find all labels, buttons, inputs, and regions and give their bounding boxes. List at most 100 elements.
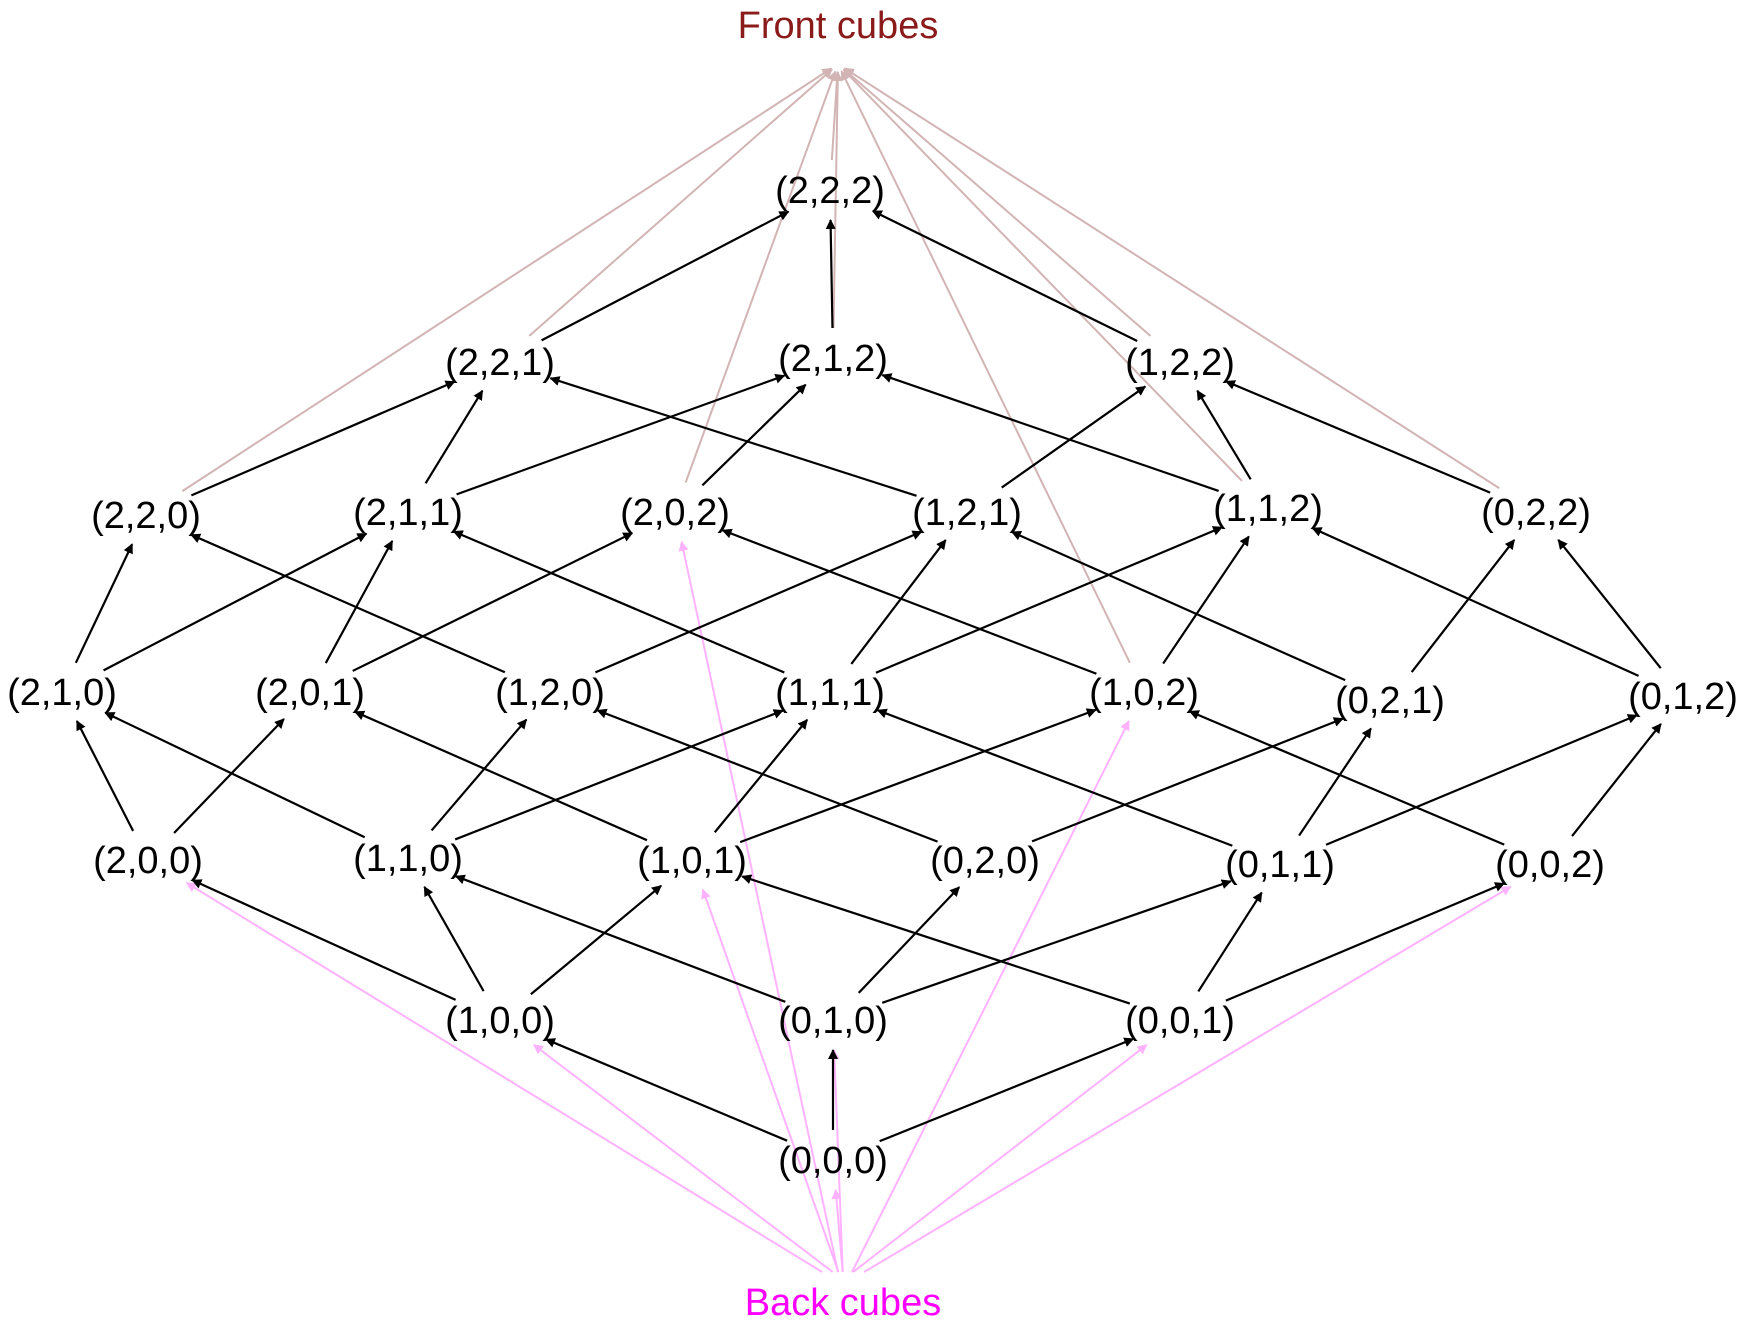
node-110: (1,1,0) <box>353 838 463 880</box>
node-202: (2,0,2) <box>620 492 730 534</box>
edge-121-221 <box>549 376 917 497</box>
node-221: (2,2,1) <box>445 342 555 384</box>
edge-002-012 <box>1571 723 1662 837</box>
edge-021-121 <box>1010 530 1346 682</box>
node-211: (2,1,1) <box>353 492 463 534</box>
node-111: (1,1,1) <box>775 672 885 714</box>
edge-220-221 <box>190 380 456 497</box>
front-cube-arrows <box>181 67 1500 664</box>
lattice-edges <box>74 210 1662 1143</box>
edge-011-021 <box>1298 727 1372 837</box>
edge-210-220 <box>74 543 134 664</box>
edge-112-122 <box>1196 389 1252 480</box>
back-arrow-010 <box>829 1048 844 1273</box>
edge-201-211 <box>324 540 394 664</box>
back-cube-arrows <box>185 540 1512 1273</box>
edge-122-222 <box>871 210 1138 342</box>
front-arrow-202 <box>684 70 837 483</box>
edge-020-120 <box>596 708 938 843</box>
front-arrow-220 <box>181 67 833 492</box>
edge-211-221 <box>424 389 484 484</box>
node-002: (0,0,2) <box>1495 844 1605 886</box>
edge-002-102 <box>1188 710 1505 846</box>
edge-100-101 <box>530 884 662 996</box>
edge-101-201 <box>354 710 648 842</box>
edge-211-212 <box>456 373 786 496</box>
edge-001-011 <box>1197 891 1263 993</box>
node-100: (1,0,0) <box>445 1000 555 1042</box>
front-arrow-022 <box>843 67 1500 490</box>
node-011: (0,1,1) <box>1225 844 1335 886</box>
back-arrow-200 <box>185 882 823 1273</box>
edge-120-220 <box>190 533 506 674</box>
edge-200-210 <box>75 720 135 832</box>
back-arrow-102 <box>851 720 1130 1273</box>
edge-111-211 <box>452 530 785 674</box>
front-arrow-112 <box>842 69 1243 482</box>
edge-012-112 <box>1311 527 1639 677</box>
edge-110-111 <box>454 709 784 841</box>
edge-102-112 <box>1162 535 1250 665</box>
node-101: (1,0,1) <box>637 840 747 882</box>
edge-101-102 <box>739 708 1097 844</box>
edge-020-021 <box>1031 717 1344 843</box>
edge-212-222 <box>825 218 836 329</box>
back-arrow-101 <box>701 888 840 1273</box>
edge-200-201 <box>173 718 285 834</box>
edge-000-100 <box>545 1038 788 1142</box>
edge-120-121 <box>594 530 923 674</box>
node-021: (0,2,1) <box>1335 680 1445 722</box>
lattice-nodes: (0,0,0) (1,0,0) (0,1,0) (0,0,1) (2,0,0) (1,1,… <box>7 170 1738 1182</box>
edge-010-011 <box>881 879 1232 1004</box>
front-arrow-212 <box>832 70 843 329</box>
back-arrow-100 <box>532 1044 834 1273</box>
front-arrow-102 <box>840 70 1131 664</box>
back-arrow-001 <box>852 1044 1148 1273</box>
node-112: (1,1,2) <box>1213 488 1323 530</box>
edge-102-202 <box>721 528 1097 675</box>
front-arrow-221 <box>528 68 833 337</box>
edge-011-012 <box>1325 714 1638 846</box>
node-201: (2,0,1) <box>255 672 365 714</box>
node-001: (0,0,1) <box>1125 1000 1235 1042</box>
edge-010-110 <box>454 874 786 1003</box>
node-102: (1,0,2) <box>1089 672 1199 714</box>
edge-210-211 <box>103 532 368 672</box>
node-220: (2,2,0) <box>91 495 201 537</box>
edge-110-210 <box>104 711 366 839</box>
edge-121-122 <box>1001 385 1147 489</box>
edge-100-110 <box>423 885 485 992</box>
edge-100-200 <box>191 879 457 1001</box>
node-120: (1,2,0) <box>495 672 605 714</box>
edge-011-111 <box>876 708 1233 847</box>
edge-110-120 <box>430 718 528 832</box>
node-020: (0,2,0) <box>930 840 1040 882</box>
edge-111-112 <box>875 526 1223 674</box>
edge-221-222 <box>541 210 790 342</box>
front-arrow-222 <box>830 70 842 161</box>
edge-022-122 <box>1224 380 1491 494</box>
node-000: (0,0,0) <box>778 1140 888 1182</box>
front-arrow-122 <box>843 68 1152 337</box>
edge-001-101 <box>741 874 1131 1005</box>
node-210: (2,1,0) <box>7 672 117 714</box>
node-121: (1,2,1) <box>912 492 1022 534</box>
edge-101-111 <box>713 718 809 833</box>
edge-012-022 <box>1557 539 1662 669</box>
node-222: (2,2,2) <box>775 170 885 212</box>
node-200: (2,0,0) <box>93 840 203 882</box>
node-022: (0,2,2) <box>1481 492 1591 534</box>
node-010: (0,1,0) <box>778 1000 888 1042</box>
back-arrow-000 <box>831 1188 844 1273</box>
edge-112-212 <box>881 373 1219 493</box>
edge-202-212 <box>701 383 807 487</box>
edge-000-001 <box>879 1037 1135 1143</box>
node-122: (1,2,2) <box>1125 342 1235 384</box>
node-012: (0,1,2) <box>1628 676 1738 718</box>
edge-111-121 <box>850 539 947 665</box>
back-arrow-202 <box>678 540 839 1273</box>
edge-021-022 <box>1410 539 1516 673</box>
front-cubes-label: Front cubes <box>738 5 939 47</box>
back-cubes-label: Back cubes <box>745 1282 941 1324</box>
